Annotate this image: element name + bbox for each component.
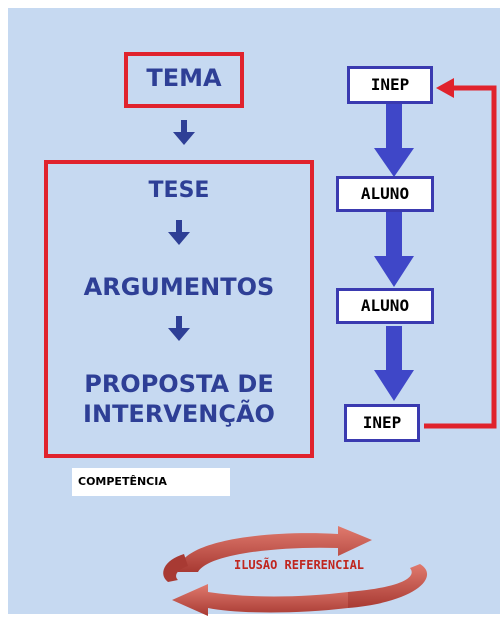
diagram-canvas: TEMA TESE ARGUMENTOS PROPOSTA DE INTERVE…: [8, 8, 500, 616]
stage-inep-top: INEP: [347, 66, 433, 104]
circular-arrows-icon: [163, 526, 428, 616]
down-arrow-icon: [374, 326, 414, 401]
return-arrow-icon: [424, 78, 497, 429]
stage-label: ALUNO: [360, 184, 410, 203]
tema-box: [124, 52, 244, 108]
stage-inep-bottom: INEP: [344, 404, 420, 442]
tese-label: TESE: [148, 178, 210, 203]
ilusao-referencial-label: ILUSÃO REFERENCIAL: [233, 558, 365, 572]
down-arrow-icon: [168, 316, 190, 341]
tese-argumentos-proposta-box: [44, 160, 314, 458]
argumentos-label: ARGUMENTOS: [83, 273, 275, 301]
stage-label: INEP: [370, 75, 410, 94]
stage-aluno-2: ALUNO: [336, 288, 434, 324]
down-arrow-icon: [168, 220, 190, 245]
down-arrow-icon: [374, 104, 414, 177]
down-arrow-icon: [374, 212, 414, 287]
stage-aluno-1: ALUNO: [336, 176, 434, 212]
down-arrow-icon: [173, 120, 195, 145]
proposta-line2-label: INTERVENÇÃO: [83, 400, 275, 428]
stage-label: INEP: [362, 413, 402, 432]
competencia-label: COMPETÊNCIA: [72, 468, 230, 496]
tema-label: TEMA: [146, 64, 222, 92]
stage-label: ALUNO: [360, 296, 410, 315]
proposta-line1-label: PROPOSTA DE: [84, 370, 274, 398]
